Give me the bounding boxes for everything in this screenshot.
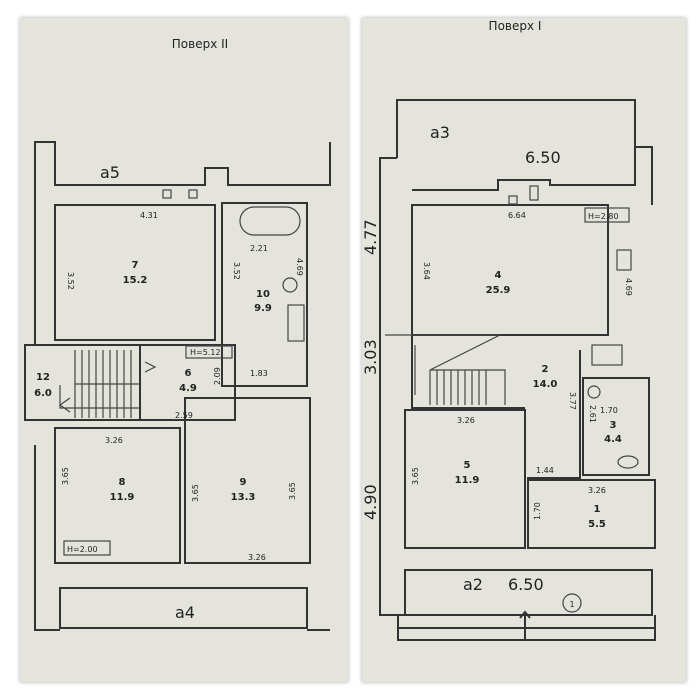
room-5-width: 3.26: [457, 416, 475, 425]
room-6-depth: 2.09: [213, 367, 222, 385]
balcony-a2-length: 6.50: [508, 575, 544, 594]
room-8-walls: [54, 427, 181, 564]
outer-dim-middle: 3.03: [361, 339, 380, 375]
floor-plan-first-floor-panel: [362, 18, 686, 682]
stairs-icon: [385, 334, 506, 405]
room-4-depth: 3.64: [422, 262, 431, 280]
stairs-icon: [58, 350, 157, 418]
outer-wall: [379, 146, 653, 616]
outer-wall: [34, 141, 331, 345]
toilet-icon: [587, 385, 601, 399]
room-10-area: 9.9: [254, 303, 272, 314]
balcony-a4-walls: [59, 587, 308, 629]
entrance-marker: 1: [569, 600, 574, 609]
height-label-6: H=5.12: [190, 348, 221, 357]
balcony-a5-label: a5: [100, 163, 120, 182]
room-6-width: 2.59: [175, 411, 193, 420]
room-9-area: 13.3: [231, 492, 256, 503]
room-2-number: 2: [542, 364, 549, 375]
first-floor-plan: Поверх I a3 6.50 a2 6.50 1 4.77 3.03 4.9…: [361, 19, 656, 641]
room-3-depth: 2.61: [588, 405, 597, 423]
room-6-extra: 1.83: [250, 369, 268, 378]
room-3-area: 4.4: [604, 434, 622, 445]
room-4-width: 6.64: [508, 211, 526, 220]
outer-dim-bottom: 4.90: [361, 484, 380, 520]
vent-icon: [508, 195, 518, 205]
room-3-width: 1.70: [600, 406, 618, 415]
sink-icon: [591, 344, 623, 366]
toilet-icon: [282, 277, 298, 293]
room-8-width: 3.26: [105, 436, 123, 445]
room-1-walls: [527, 479, 656, 549]
room-7-width: 4.31: [140, 211, 158, 220]
room-1-area: 5.5: [588, 519, 606, 530]
room-9-walls: [184, 397, 311, 564]
room-8-depth: 3.65: [61, 467, 70, 485]
room-5-walls: [404, 409, 526, 549]
room-2-depth: 3.77: [568, 392, 577, 410]
outer-wall-bottom: [34, 445, 330, 631]
second-floor-title: Поверх II: [172, 37, 228, 51]
balcony-a2-label: a2: [463, 575, 483, 594]
room-4-number: 4: [495, 270, 502, 281]
height-label-box: [63, 540, 111, 556]
sink-icon: [287, 304, 305, 342]
balcony-a3-label: a3: [430, 123, 450, 142]
room-9-depth: 3.65: [191, 484, 200, 502]
balcony-a3-walls: [396, 99, 636, 191]
room-7-depth: 3.52: [66, 272, 75, 290]
room-1-width: 3.26: [588, 486, 606, 495]
room-8-area: 11.9: [110, 492, 135, 503]
vent-icon: [162, 189, 172, 199]
height-label-4: H=2.80: [588, 212, 619, 221]
room-4-side: 4.69: [624, 278, 633, 296]
room-5-depth: 3.65: [411, 467, 420, 485]
bathtub-icon: [239, 206, 301, 236]
room-10-depth: 3.52: [232, 262, 241, 280]
room-6-walls: [139, 344, 236, 421]
room-5-area: 11.9: [455, 475, 480, 486]
room-10-number: 10: [256, 289, 270, 300]
room-4-walls: [411, 204, 609, 336]
room-5-number: 5: [464, 460, 471, 471]
entrance-steps: [397, 610, 656, 641]
room-1-depth: 1.70: [533, 502, 542, 520]
room-3-walls: [582, 377, 650, 476]
stove-icon: [616, 249, 632, 271]
room-8-number: 8: [119, 477, 126, 488]
balcony-a3-length: 6.50: [525, 148, 561, 167]
room-3-number: 3: [610, 420, 617, 431]
room-1-number: 1: [594, 504, 601, 515]
room-9-number: 9: [240, 477, 247, 488]
room-4-area: 25.9: [486, 285, 511, 296]
room-7-walls: [54, 204, 216, 341]
room-10-walls: [221, 202, 308, 387]
height-label-box: [584, 207, 630, 223]
room-10-width: 2.21: [250, 244, 268, 253]
height-label-8: H=2.00: [67, 545, 98, 554]
vent-icon: [529, 185, 539, 201]
height-label-box: [185, 345, 233, 359]
room-2-area: 14.0: [533, 379, 558, 390]
room-9-width: 3.26: [248, 553, 266, 562]
entrance-marker-circle: [562, 593, 582, 613]
room-6-number: 6: [185, 368, 192, 379]
sink-icon: [617, 455, 639, 469]
first-floor-title: Поверх I: [489, 19, 542, 33]
balcony-a4-label: a4: [175, 603, 195, 622]
room-7-number: 7: [132, 260, 139, 271]
room-6-area: 4.9: [179, 383, 197, 394]
room-7-area: 15.2: [123, 275, 148, 286]
room-10-side: 4.69: [295, 258, 304, 276]
outer-dim-top: 4.77: [361, 219, 380, 255]
vent-icon: [188, 189, 198, 199]
room-12-number: 12: [36, 372, 50, 383]
room-9-side: 3.65: [288, 482, 297, 500]
second-floor-plan: Поверх II a5 a4 4.31 3.52 7 15.2 2.21 3.…: [24, 37, 331, 631]
room-1-extra: 1.44: [536, 466, 554, 475]
room-12-area: 6.0: [34, 388, 52, 399]
